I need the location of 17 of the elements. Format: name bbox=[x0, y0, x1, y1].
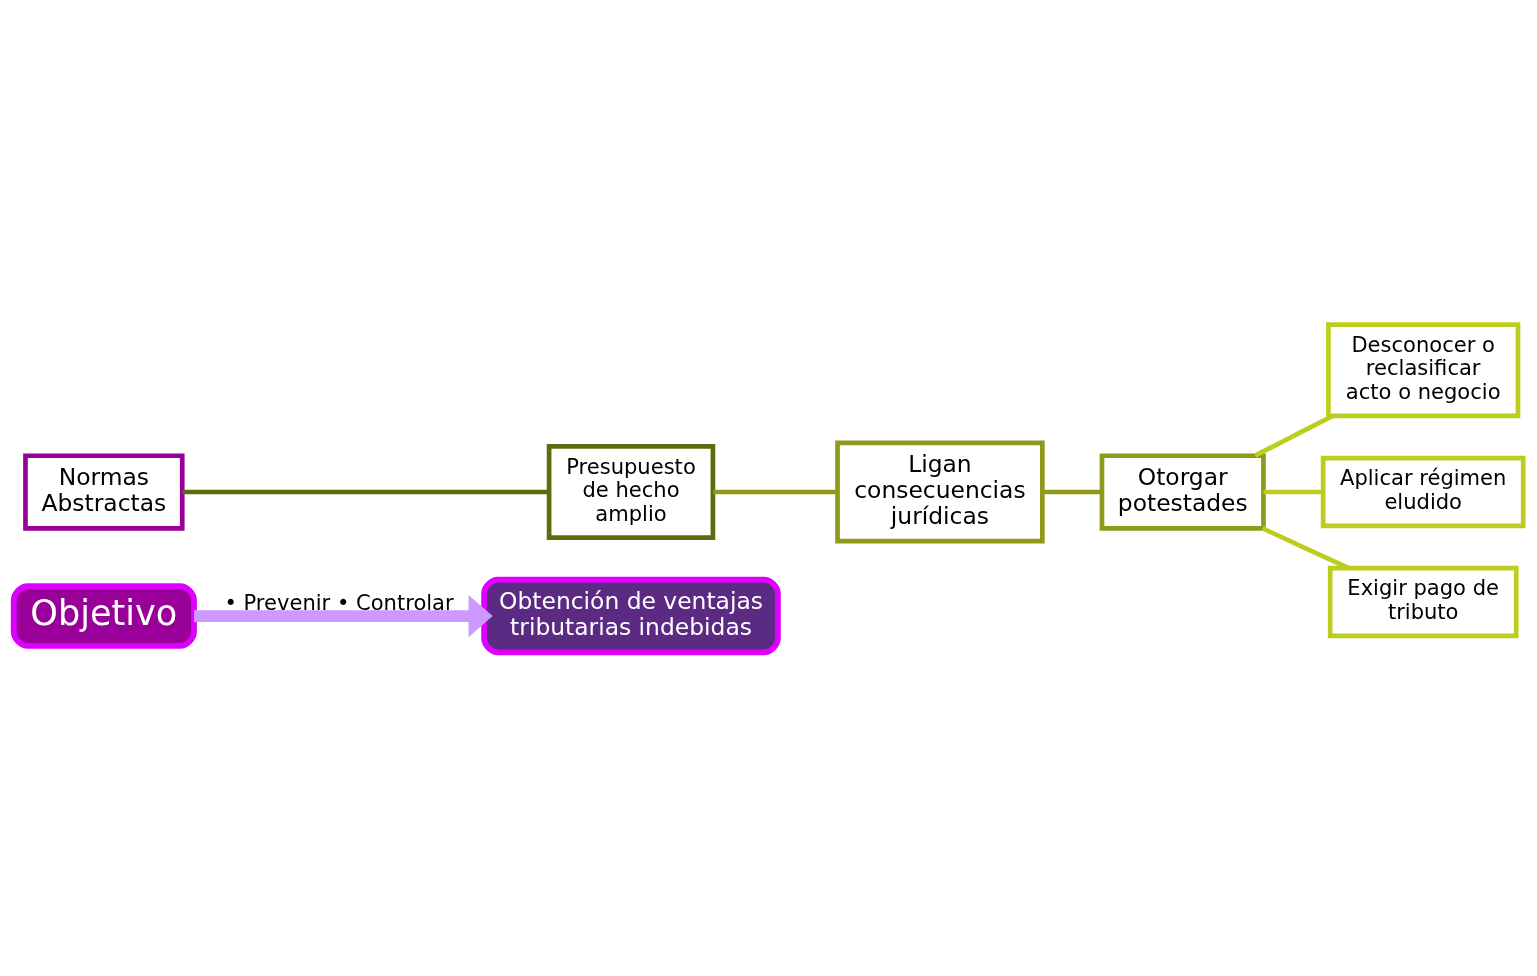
node-box: Aplicar régimen eludido bbox=[1320, 455, 1526, 528]
connector bbox=[182, 489, 550, 494]
connector bbox=[1042, 489, 1102, 494]
node-box: Exigir pago de tributo bbox=[1327, 565, 1519, 638]
node-box: Normas Abstractas bbox=[23, 452, 185, 531]
connector bbox=[713, 489, 837, 494]
node-box: Ligan consecuencias jurídicas bbox=[835, 440, 1045, 543]
connector bbox=[1253, 413, 1334, 458]
node-box: Otorgar potestades bbox=[1099, 452, 1266, 531]
edge-label: • Prevenir • Controlar bbox=[224, 588, 454, 614]
node-box: Desconocer o reclasificar acto o negocio bbox=[1326, 321, 1521, 418]
node-box: Obtención de ventajas tributarias indebidas bbox=[481, 576, 781, 655]
arrow bbox=[194, 594, 493, 637]
node-box: Objetivo bbox=[10, 582, 197, 649]
node-box: Presupuesto de hecho amplio bbox=[546, 443, 716, 540]
connector bbox=[1261, 525, 1350, 570]
connector bbox=[1263, 489, 1323, 494]
